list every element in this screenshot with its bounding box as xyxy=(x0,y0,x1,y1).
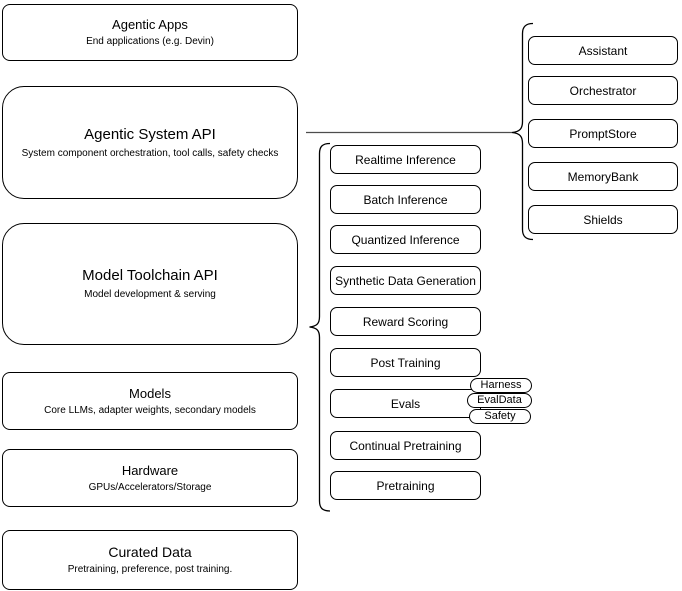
box-model-toolchain-api-subtitle: Model development & serving xyxy=(84,289,216,300)
toolchain-item-batch-inference: Batch Inference xyxy=(330,185,481,214)
box-hardware: Hardware GPUs/Accelerators/Storage xyxy=(2,449,298,507)
evals-tag-label: Safety xyxy=(484,410,516,422)
evals-tag-harness: Harness xyxy=(470,378,532,393)
box-agentic-apps-title: Agentic Apps xyxy=(112,17,188,32)
toolchain-item-reward-scoring: Reward Scoring xyxy=(330,307,481,336)
box-model-toolchain-api-title: Model Toolchain API xyxy=(82,267,218,284)
toolchain-item-realtime-inference: Realtime Inference xyxy=(330,145,481,174)
box-models: Models Core LLMs, adapter weights, secon… xyxy=(2,372,298,430)
toolchain-item-quantized-inference: Quantized Inference xyxy=(330,225,481,254)
toolchain-item-continual-pretraining: Continual Pretraining xyxy=(330,431,481,460)
component-label: PromptStore xyxy=(569,126,637,141)
box-agentic-system-api-title: Agentic System API xyxy=(84,125,216,143)
component-label: Shields xyxy=(583,212,623,227)
component-label: MemoryBank xyxy=(567,169,639,184)
component-assistant: Assistant xyxy=(528,36,678,65)
box-curated-data: Curated Data Pretraining, preference, po… xyxy=(2,530,298,590)
toolchain-item-label: Realtime Inference xyxy=(355,152,456,167)
evals-tag-safety: Safety xyxy=(469,409,531,424)
box-models-subtitle: Core LLMs, adapter weights, secondary mo… xyxy=(44,404,256,416)
toolchain-item-synthetic-data-generation: Synthetic Data Generation xyxy=(330,266,481,295)
box-hardware-subtitle: GPUs/Accelerators/Storage xyxy=(88,481,212,493)
component-label: Assistant xyxy=(578,43,628,58)
evals-tag-label: EvalData xyxy=(477,394,522,406)
box-agentic-apps: Agentic Apps End applications (e.g. Devi… xyxy=(2,4,298,61)
toolchain-item-label: Reward Scoring xyxy=(362,314,449,329)
toolchain-item-evals: Evals xyxy=(330,389,481,418)
box-curated-data-subtitle: Pretraining, preference, post training. xyxy=(67,564,233,575)
toolchain-item-label: Post Training xyxy=(370,355,441,370)
box-model-toolchain-api: Model Toolchain API Model development & … xyxy=(2,223,298,345)
evals-tag-evaldata: EvalData xyxy=(467,393,532,408)
toolchain-group-brace xyxy=(309,142,331,512)
component-label: Orchestrator xyxy=(569,83,637,98)
box-agentic-apps-subtitle: End applications (e.g. Devin) xyxy=(86,36,214,47)
component-memorybank: MemoryBank xyxy=(528,162,678,191)
box-agentic-system-api-subtitle: System component orchestration, tool cal… xyxy=(21,147,279,159)
toolchain-item-label: Batch Inference xyxy=(363,192,448,207)
component-shields: Shields xyxy=(528,205,678,234)
toolchain-item-label: Evals xyxy=(390,396,421,411)
toolchain-item-pretraining: Pretraining xyxy=(330,471,481,500)
box-hardware-title: Hardware xyxy=(121,462,179,478)
component-orchestrator: Orchestrator xyxy=(528,76,678,105)
box-models-title: Models xyxy=(129,385,171,401)
component-promptstore: PromptStore xyxy=(528,119,678,148)
toolchain-item-label: Quantized Inference xyxy=(351,232,460,247)
evals-tag-label: Harness xyxy=(480,379,522,391)
box-curated-data-title: Curated Data xyxy=(108,544,192,560)
toolchain-item-post-training: Post Training xyxy=(330,348,481,377)
box-agentic-system-api: Agentic System API System component orch… xyxy=(2,86,298,199)
toolchain-item-label: Synthetic Data Generation xyxy=(335,273,476,288)
toolchain-item-label: Pretraining xyxy=(376,478,435,493)
toolchain-item-label: Continual Pretraining xyxy=(349,438,462,453)
